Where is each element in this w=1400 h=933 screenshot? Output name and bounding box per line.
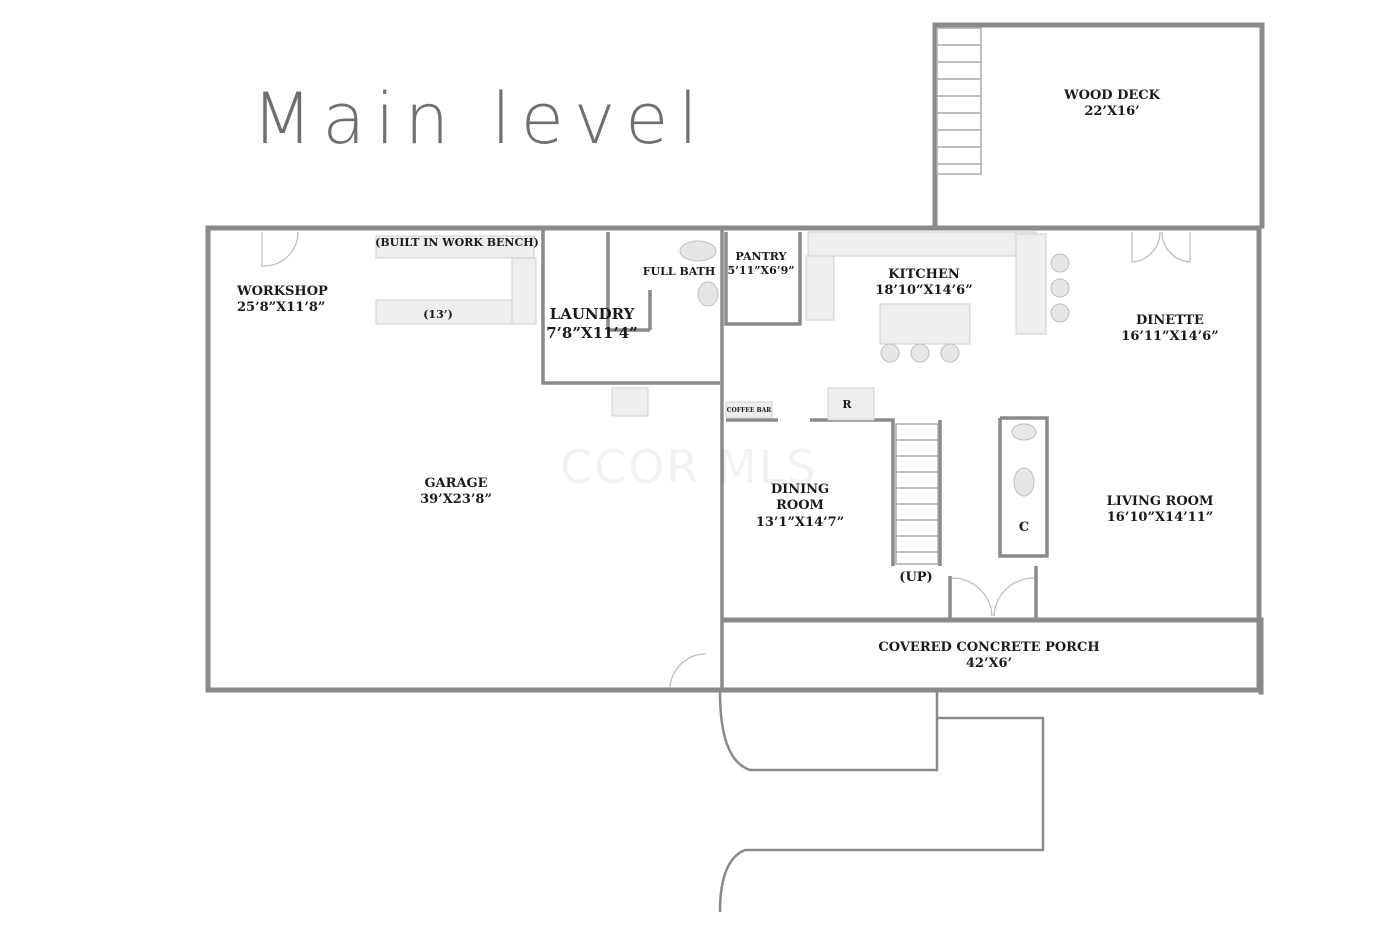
coffee-bar-box <box>725 401 773 419</box>
refrigerator-label: R <box>842 398 852 411</box>
closet-bath-wall <box>998 416 1049 558</box>
dinette-label: DINETTE 16’11”X14’6” <box>1121 313 1218 346</box>
laundry-machine <box>611 387 649 417</box>
kitchen-side-counter <box>805 255 835 321</box>
room-dims: 42’X6’ <box>965 656 1013 672</box>
kitchen-counter <box>807 231 1037 257</box>
bath-wall <box>606 232 652 332</box>
room-name: LIVING ROOM <box>1106 494 1214 509</box>
coffee-bar-label: COFFEE BAR <box>726 407 772 414</box>
room-dims: 16’10”X14’11” <box>1106 510 1214 526</box>
room-dims: 7’8”X11’4” <box>546 323 638 342</box>
room-dims: 25’8”X11’8” <box>237 300 326 316</box>
workshop-label: WORKSHOP 25’8”X11’8” <box>237 284 328 317</box>
pantry-wall <box>724 232 802 326</box>
interior-stairs <box>895 423 939 565</box>
room-name: WORKSHOP <box>237 284 328 299</box>
room-dims: 39’X23’8” <box>420 492 492 508</box>
room-name: WOOD DECK <box>1064 88 1160 103</box>
room-name: GARAGE <box>424 476 488 491</box>
room-name: ROOM <box>776 498 824 514</box>
walkway-left <box>718 691 939 772</box>
refrigerator-box <box>827 387 875 421</box>
laundry-label: LAUNDRY 7’8”X11’4” <box>546 305 638 343</box>
closet-label: C <box>1018 520 1030 535</box>
counters <box>375 231 1047 421</box>
page-title: Main level <box>252 78 708 160</box>
room-name: KITCHEN <box>888 267 960 282</box>
room-dims: 5’11”X6’9” <box>727 263 795 277</box>
room-dims: 13’1”X14’7” <box>755 514 845 530</box>
room-dims: 18’10”X14’6” <box>875 283 973 299</box>
room-name: PANTRY <box>735 250 787 263</box>
room-name: LAUNDRY <box>549 305 635 323</box>
kitchen-island <box>879 303 971 345</box>
workbench-side <box>511 257 537 325</box>
living-room-label: LIVING ROOM 16’10”X14’11” <box>1107 494 1214 527</box>
work-bench-length: (13’) <box>423 308 453 321</box>
watermark: CCOR MLS <box>560 440 818 494</box>
entry-wall <box>948 566 1038 620</box>
room-name: DINING <box>770 482 830 497</box>
wood-deck-outline <box>932 22 1265 229</box>
stools <box>679 240 1070 497</box>
door-swings <box>261 231 1191 689</box>
room-name: DINETTE <box>1136 313 1204 328</box>
dining-room-label: DINING ROOM 13’1”X14’7” <box>756 482 844 531</box>
kitchen-label: KITCHEN 18’10”X14’6” <box>875 267 972 300</box>
exterior-walls <box>205 22 1265 695</box>
wood-deck-label: WOOD DECK 22’X16’ <box>1064 88 1160 121</box>
room-dims: 16’11”X14’6” <box>1121 329 1219 345</box>
porch-wall <box>720 617 1264 695</box>
pantry-label: PANTRY 5’11”X6’9” <box>727 250 794 278</box>
room-dims: 22’X16’ <box>1084 104 1140 120</box>
garage-label: GARAGE 39’X23’8” <box>420 476 492 509</box>
stairs-up-label: (UP) <box>899 570 933 585</box>
deck-stairs <box>936 27 982 175</box>
dinette-counter <box>1015 233 1047 335</box>
walkway <box>718 691 1045 913</box>
full-bath-label: FULL BATH <box>642 265 716 278</box>
walkway-path <box>718 716 1045 913</box>
workbench-bottom <box>375 299 517 325</box>
room-name: COVERED CONCRETE PORCH <box>878 640 1100 655</box>
workbench-top <box>375 235 535 259</box>
porch-label: COVERED CONCRETE PORCH 42’X6’ <box>878 640 1099 673</box>
work-bench-label: (BUILT IN WORK BENCH) <box>375 236 539 249</box>
laundry-wall <box>541 228 720 385</box>
